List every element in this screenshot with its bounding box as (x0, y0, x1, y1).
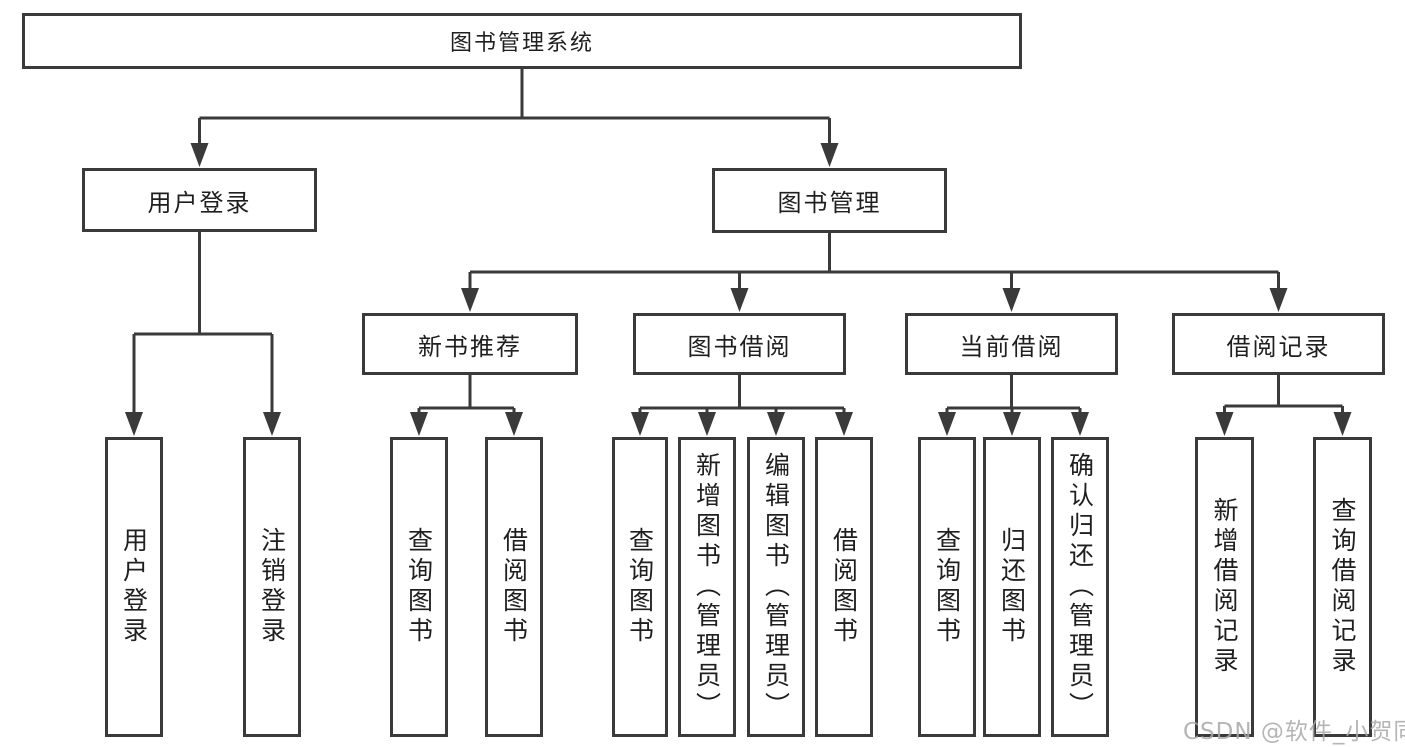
leaf-confirm-return-admin: 确认归还（管理员） (1051, 437, 1109, 737)
leaf-borrowing-query-books-label: 查询图书 (625, 527, 655, 647)
leaf-add-book-admin-label: 新增图书（管理员） (692, 452, 722, 722)
node-user-login: 用户登录 (82, 168, 317, 232)
leaf-confirm-return-admin-label: 确认归还（管理员） (1065, 452, 1095, 722)
leaf-logout: 注销登录 (243, 437, 301, 737)
csdn-watermark: CSDN @软件_小贺同学 (1183, 719, 1405, 745)
node-book-management: 图书管理 (712, 168, 947, 233)
leaf-borrowing-query-books: 查询图书 (612, 437, 668, 737)
leaf-current-query-books-label: 查询图书 (932, 527, 962, 647)
leaf-return-books: 归还图书 (983, 437, 1041, 737)
leaf-edit-book-admin: 编辑图书（管理员） (747, 437, 805, 737)
node-library-management-system: 图书管理系统 (22, 13, 1022, 69)
node-borrowing-records: 借阅记录 (1172, 313, 1385, 375)
leaf-newbook-query-books: 查询图书 (390, 437, 448, 737)
leaf-add-book-admin: 新增图书（管理员） (678, 437, 736, 737)
leaf-user-login-label: 用户登录 (119, 527, 149, 647)
leaf-return-books-label: 归还图书 (997, 527, 1027, 647)
leaf-borrowing-borrow-books-label: 借阅图书 (829, 527, 859, 647)
leaf-query-borrow-record-label: 查询借阅记录 (1328, 497, 1357, 677)
leaf-add-borrow-record: 新增借阅记录 (1195, 437, 1254, 737)
leaf-borrowing-borrow-books: 借阅图书 (815, 437, 873, 737)
leaf-edit-book-admin-label: 编辑图书（管理员） (761, 452, 791, 722)
leaf-newbook-borrow-books-label: 借阅图书 (499, 527, 529, 647)
leaf-newbook-query-books-label: 查询图书 (404, 527, 434, 647)
node-book-borrowing: 图书借阅 (633, 313, 846, 375)
leaf-query-borrow-record: 查询借阅记录 (1313, 437, 1372, 737)
leaf-user-login: 用户登录 (105, 437, 163, 737)
node-current-borrowing: 当前借阅 (905, 313, 1118, 375)
node-new-book-recommendation: 新书推荐 (362, 313, 578, 375)
leaf-newbook-borrow-books: 借阅图书 (485, 437, 543, 737)
leaf-logout-label: 注销登录 (257, 527, 287, 647)
leaf-current-query-books: 查询图书 (918, 437, 976, 737)
leaf-add-borrow-record-label: 新增借阅记录 (1210, 497, 1239, 677)
